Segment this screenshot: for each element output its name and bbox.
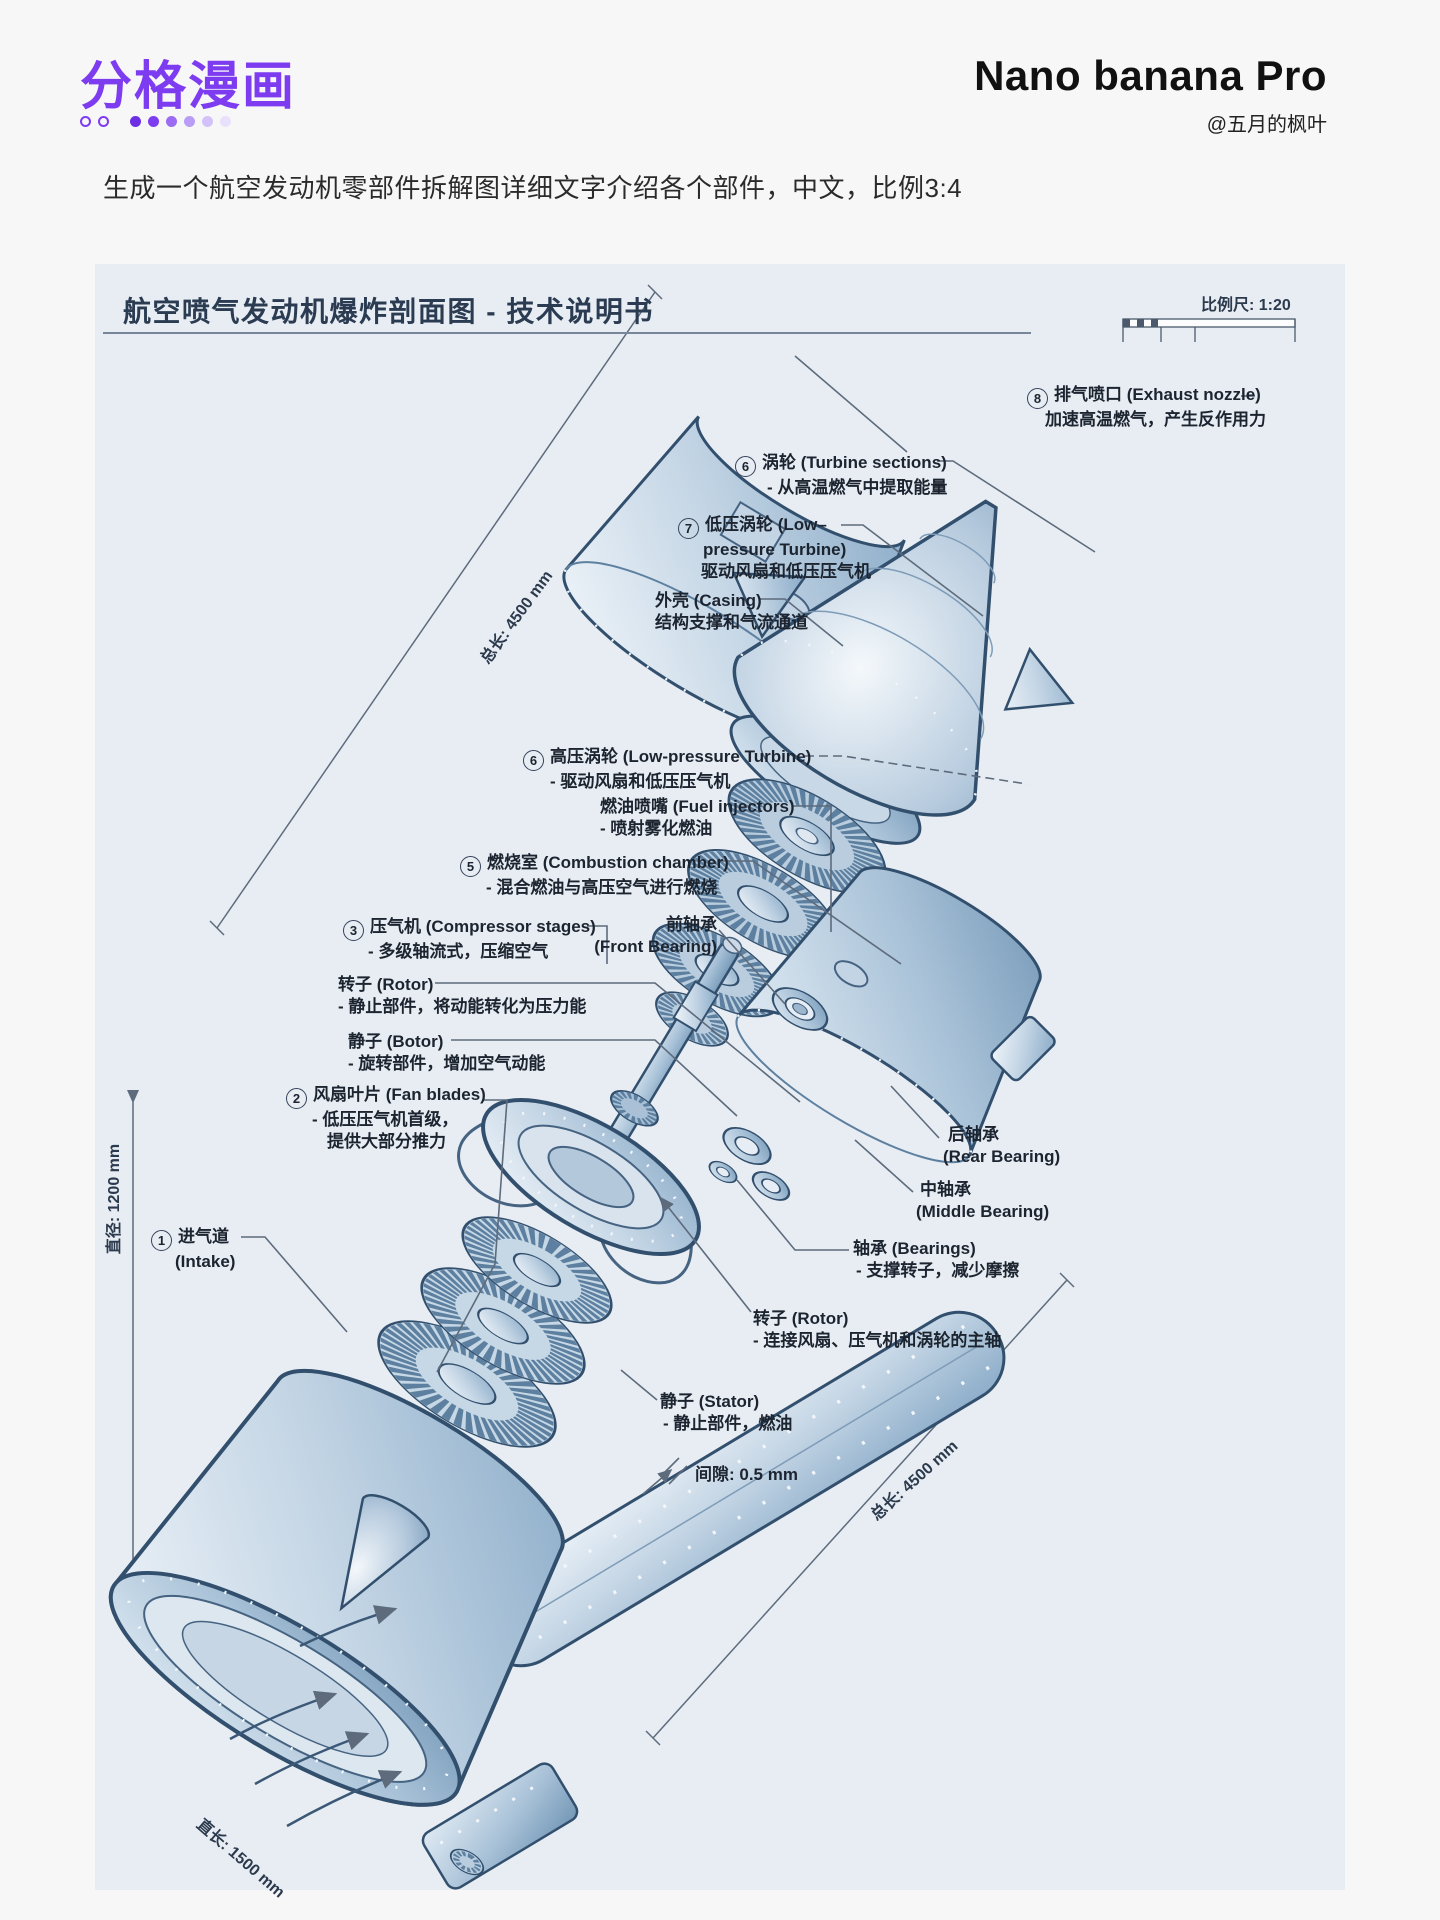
label-fuel-injectors: 燃油喷嘴 (Fuel injectors) - 喷射雾化燃油 <box>600 797 795 838</box>
circled-number: 2 <box>286 1088 307 1109</box>
label-bearings: 轴承 (Bearings) - 支撑转子，减少摩擦 <box>853 1239 1020 1280</box>
circled-number: 8 <box>1027 388 1048 409</box>
label-rotor-1: 转子 (Rotor) - 静止部件，将动能转化为压力能 <box>338 975 587 1016</box>
label-gap: 间隙: 0.5 mm <box>695 1465 798 1484</box>
dim-diameter: 直径: 1200 mm <box>106 1143 123 1255</box>
label-front-bearing: 前轴承 (Front Bearing) <box>594 915 717 956</box>
brand-block: Nano banana Pro @五月的枫叶 <box>974 52 1327 137</box>
label-rear-bearing: 后轴承 (Rear Bearing) <box>943 1125 1061 1166</box>
circled-number: 1 <box>151 1230 172 1251</box>
scale-label: 比例尺: 1:20 <box>1201 297 1291 314</box>
label-stator-2: 静子 (Stator) - 静止部件，燃油 <box>660 1392 793 1433</box>
brand-title: Nano banana Pro <box>974 52 1327 99</box>
circled-number: 6 <box>735 456 756 477</box>
scale-bar-icon <box>1122 318 1296 342</box>
blueprint-title: 航空喷气发动机爆炸剖面图 - 技术说明书 <box>123 296 654 327</box>
circled-number: 6 <box>523 750 544 771</box>
label-rotor-2: 转子 (Rotor) - 连接风扇、压气机和涡轮的主轴 <box>753 1309 1002 1350</box>
circled-number: 3 <box>343 920 364 941</box>
title-underline <box>103 332 1031 334</box>
circled-number: 7 <box>678 518 699 539</box>
blueprint-image: 航空喷气发动机爆炸剖面图 - 技术说明书 比例尺: 1:20 <box>95 264 1345 1901</box>
app-logo: 分格漫画 <box>80 58 297 116</box>
label-casing: 外壳 (Casing) 结构支撑和气流通道 <box>655 591 808 632</box>
label-middle-bearing: 中轴承 (Middle Bearing) <box>916 1180 1050 1221</box>
circled-number: 5 <box>460 856 481 877</box>
pagination-dots-icon <box>80 116 231 127</box>
engine-illustration <box>108 284 1296 1890</box>
prompt-text: 生成一个航空发动机零部件拆解图详细文字介绍各个部件，中文，比例3:4 <box>103 173 963 203</box>
label-stator-1: 静子 (Botor) - 旋转部件，增加空气动能 <box>348 1032 546 1073</box>
author-handle: @五月的枫叶 <box>1206 114 1327 136</box>
